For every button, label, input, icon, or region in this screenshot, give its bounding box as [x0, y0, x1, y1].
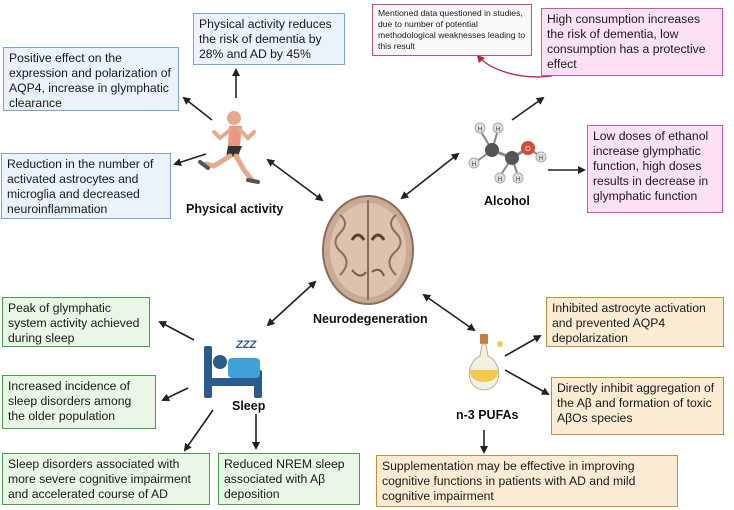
alcohol-note-text: Mentioned data questioned in studies, du… — [378, 8, 526, 51]
neurodegeneration-label: Neurodegeneration — [313, 312, 428, 326]
arrow-pufas-to-astrocyte — [504, 335, 542, 357]
atom-h-3: H — [472, 162, 476, 168]
sleep-disorders-box: Sleep disorders associated with more sev… — [2, 453, 210, 505]
oil-bottle-icon — [468, 334, 503, 391]
atom-h-6: H — [539, 156, 543, 162]
pa-aqp4-text: Positive effect on the expression and po… — [9, 51, 171, 110]
alcohol-label: Alcohol — [484, 194, 530, 208]
ethanol-molecule-icon: H H H H H O H — [468, 122, 547, 184]
sleep-nrem-box: Reduced NREM sleep associated with Aβ de… — [218, 453, 360, 505]
arrow-pa-to-aqp4 — [182, 96, 213, 121]
arrow-alcohol-to-consumption — [511, 96, 545, 121]
sleep-disorders-text: Sleep disorders associated with more sev… — [8, 457, 191, 501]
sleep-peak-box: Peak of glymphatic system activity achie… — [2, 297, 150, 347]
pufas-supplement-text: Supplementation may be effective in impr… — [382, 459, 636, 503]
arrow-to-note — [476, 54, 553, 78]
pufas-aggregation-box: Directly inhibit aggregation of the Aβ a… — [551, 377, 724, 435]
bed-icon: ZZZ — [204, 339, 262, 398]
arrow-sleep-to-peak — [158, 321, 195, 341]
atom-h-4: H — [498, 177, 502, 183]
pa-aqp4-box: Positive effect on the expression and po… — [3, 47, 179, 111]
pufas-astrocyte-text: Inhibited astrocyte activation and preve… — [552, 301, 706, 345]
arrow-pufas-to-aggregation — [504, 369, 550, 395]
atom-h-1: H — [478, 127, 482, 133]
pufas-aggregation-text: Directly inhibit aggregation of the Aβ a… — [557, 381, 715, 425]
arrow-pa-neuro — [266, 158, 324, 202]
pa-risk-box: Physical activity reduces the risk of de… — [193, 13, 345, 65]
arrow-pufas-neuro — [422, 293, 476, 332]
alcohol-ethanol-text: Low doses of ethanol increase glymphatic… — [593, 129, 709, 203]
arrow-alcohol-neuro — [400, 152, 460, 200]
atom-h-2: H — [496, 127, 500, 133]
atom-h-5: H — [516, 177, 520, 183]
alcohol-ethanol-box: Low doses of ethanol increase glymphatic… — [587, 125, 723, 213]
alcohol-note-box: Mentioned data questioned in studies, du… — [372, 4, 532, 56]
pa-label: Physical activity — [186, 202, 284, 216]
zzz-text: ZZZ — [235, 339, 257, 351]
pa-astrocytes-text: Reduction in the number of activated ast… — [7, 157, 154, 216]
arrow-sleep-to-incidence — [161, 387, 189, 402]
arrow-sleep-neuro — [266, 280, 317, 327]
pufas-supplement-box: Supplementation may be effective in impr… — [376, 455, 678, 507]
sleep-peak-text: Peak of glymphatic system activity achie… — [8, 301, 140, 345]
alcohol-consumption-text: High consumption increases the risk of d… — [547, 12, 706, 71]
brain-icon — [322, 195, 414, 305]
arrow-pa-to-astrocytes — [173, 153, 207, 166]
arrow-sleep-to-disorders — [183, 409, 214, 452]
sleep-incidence-text: Increased incidence of sleep disorders a… — [8, 379, 132, 423]
runner-icon — [198, 111, 260, 184]
sleep-incidence-box: Increased incidence of sleep disorders a… — [2, 375, 156, 429]
atom-o: O — [525, 146, 531, 153]
pufas-label: n-3 PUFAs — [456, 408, 519, 422]
pa-risk-text: Physical activity reduces the risk of de… — [199, 17, 332, 61]
alcohol-consumption-box: High consumption increases the risk of d… — [541, 8, 723, 76]
sleep-label: Sleep — [232, 399, 266, 413]
sleep-nrem-text: Reduced NREM sleep associated with Aβ de… — [224, 457, 345, 501]
pa-astrocytes-box: Reduction in the number of activated ast… — [1, 153, 171, 219]
pufas-astrocyte-box: Inhibited astrocyte activation and preve… — [546, 297, 724, 347]
